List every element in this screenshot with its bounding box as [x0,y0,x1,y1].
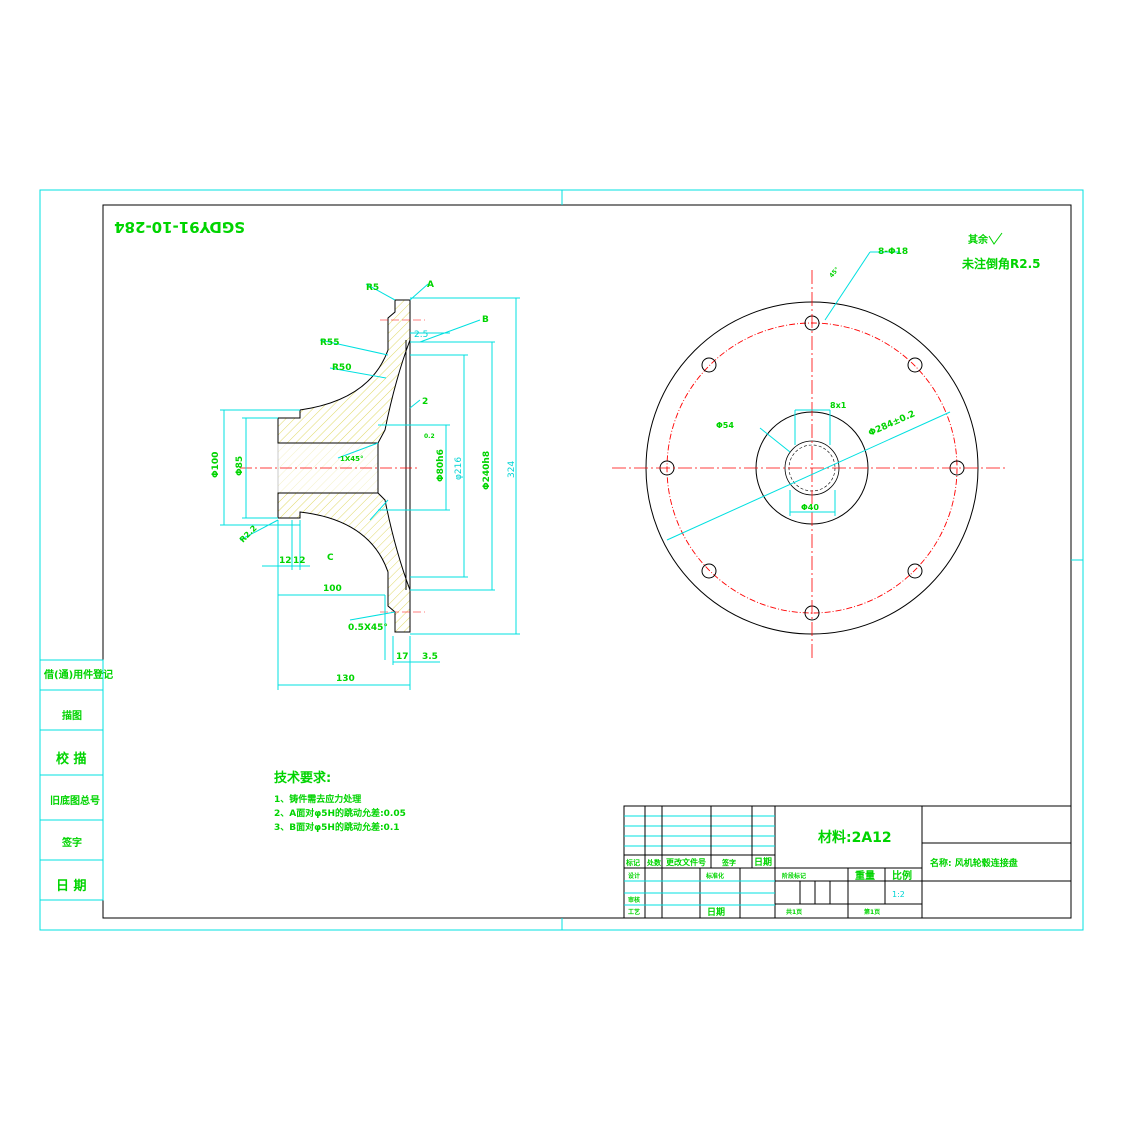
title-block [623,805,1072,919]
front-holes-label: 8-Φ18 [878,247,908,257]
front-view [612,251,1005,660]
tb-header-1: 处数 [646,858,662,867]
side-label-4: 签字 [61,836,82,849]
sheets-total: 共1页 [786,908,802,916]
roughness-prefix: 其余 [968,233,989,246]
stage-label: 阶段标记 [782,872,806,880]
label-b: B [482,315,489,325]
front-spline-d-label: Φ54 [716,421,734,430]
dim-324: 324 [507,461,517,478]
tb-header-0: 标记 [625,858,640,867]
front-angle-label: 45° [828,266,841,279]
tech-item-1: 1、铸件需去应力处理 [274,793,361,805]
sheet-number: 第1页 [863,908,880,916]
dim-phi216: φ216 [454,457,464,480]
tech-requirements: 技术要求: 1、铸件需去应力处理 2、A面对φ5H的跳动允差:0.05 3、B面… [274,770,406,833]
label-r5: R5 [366,283,379,293]
dim-phi100: Φ100 [211,452,221,478]
side-label-1: 描图 [62,709,82,722]
material-label: 材料:2A12 [818,829,892,846]
tb-row-1: 标准化 [705,872,724,880]
label-c: C [327,553,334,563]
dim-2-5: 2.5 [414,330,428,340]
tb-row-3: 工艺 [628,908,640,916]
dim-phi240: Φ240h8 [482,451,492,490]
drawing-inner-border [102,204,1072,919]
roughness-symbol-icon [988,232,1003,245]
section-view [220,283,520,690]
side-label-0: 借(通)用件登记 [43,668,113,681]
tb-header-2: 更改文件号 [666,857,706,867]
front-pcd-label: Φ284±0.2 [867,409,917,438]
side-label-2: 校 描 [56,751,87,767]
tech-item-2: 2、A面对φ5H的跳动允差:0.05 [274,807,406,819]
label-r2: R2.2 [238,524,259,545]
drawing-number: SGDY91-10-284 [114,218,245,236]
side-block: 借(通)用件登记 描图 校 描 旧底图总号 签字 日 期 [39,659,113,901]
scale-value: 1:2 [892,890,905,899]
dim-12b: 12 [293,556,306,566]
front-width-label: Φ40 [801,503,819,512]
tb-header-3: 签字 [721,858,736,867]
label-a: A [427,280,434,290]
dim-100: 100 [323,584,342,594]
side-label-3: 旧底图总号 [50,794,100,807]
tb-row-4: 日期 [707,906,725,918]
dim-tol: 0.2 [424,433,435,440]
scale-label: 比例 [892,869,912,882]
dim-phi85: Φ85 [235,456,245,476]
roughness-note: 未注倒角R2.5 [961,256,1041,271]
label-r55: R55 [320,338,339,348]
dim-130: 130 [336,674,355,684]
dim-17: 17 [396,652,409,662]
sheet-outer-border [39,189,1084,931]
dim-12a: 12 [279,556,292,566]
label-chamfer2: 1X45° [340,455,364,463]
dim-phi80: Φ80h6 [436,449,446,482]
label-chamfer: 0.5X45° [348,623,388,633]
weight-label: 重量 [855,869,875,882]
tech-item-3: 3、B面对φ5H的跳动允差:0.1 [274,821,400,833]
tb-header-4: 日期 [754,856,772,868]
label-r50: R50 [332,363,351,373]
side-label-5: 日 期 [56,879,87,894]
section-lower-body [277,492,411,633]
dim-2: 2 [422,397,428,407]
dim-3-5: 3.5 [422,652,438,662]
tb-row-0: 设计 [628,872,640,880]
front-spline-label: 8x1 [830,401,847,410]
part-name: 名称: 风机轮毂连接盘 [930,857,1018,869]
tb-row-2: 审核 [628,896,640,904]
section-upper-body [277,299,411,444]
tech-title: 技术要求: [274,770,331,786]
